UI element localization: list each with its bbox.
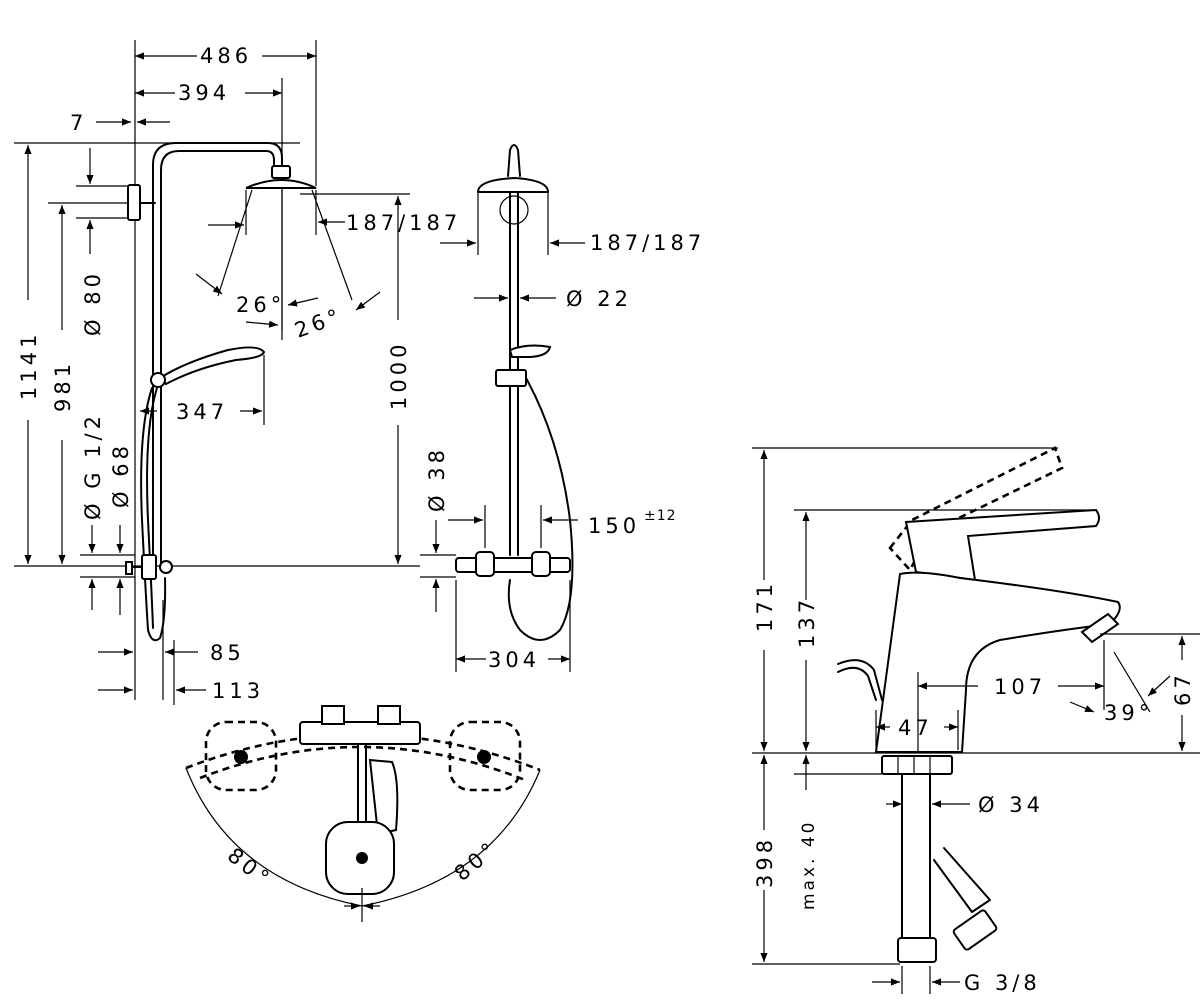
basin-mixer-view bbox=[752, 446, 1200, 994]
dim-dia-22: Ø 22 bbox=[566, 287, 632, 311]
dim-max-40: max. 40 bbox=[799, 820, 819, 910]
dim-1141: 1141 bbox=[17, 331, 41, 400]
dim-80-right: 80° bbox=[450, 836, 503, 886]
dim-dia-80: Ø 80 bbox=[81, 270, 105, 336]
dim-g-1-2: Ø G 1/2 bbox=[81, 412, 105, 520]
shower-front-view bbox=[420, 144, 585, 672]
dim-47: 47 bbox=[898, 716, 933, 740]
dim-107: 107 bbox=[994, 675, 1046, 699]
dim-394: 394 bbox=[178, 81, 230, 105]
dim-187-side: 187/187 bbox=[346, 211, 461, 235]
dim-dia-34: Ø 34 bbox=[978, 793, 1044, 817]
dim-398: 398 bbox=[753, 836, 777, 888]
dim-347: 347 bbox=[176, 400, 228, 424]
dim-171: 171 bbox=[753, 580, 777, 632]
dim-981: 981 bbox=[51, 360, 75, 412]
dim-85: 85 bbox=[210, 641, 245, 665]
mixer-top-view bbox=[185, 705, 541, 922]
dim-26-right: 26° bbox=[292, 303, 346, 342]
dim-150: 150 bbox=[588, 514, 640, 538]
dim-137: 137 bbox=[795, 596, 819, 648]
shower-side-view bbox=[14, 40, 420, 705]
dim-dia-38: Ø 38 bbox=[425, 446, 449, 512]
dim-1000: 1000 bbox=[387, 341, 411, 410]
dim-26-left: 26° bbox=[236, 293, 285, 317]
dim-67: 67 bbox=[1171, 671, 1195, 706]
dim-g-3-8: G 3/8 bbox=[964, 971, 1041, 995]
dim-dia-68: Ø 68 bbox=[109, 442, 133, 508]
dim-39: 39° bbox=[1104, 701, 1153, 725]
dim-113: 113 bbox=[212, 679, 264, 703]
dim-7: 7 bbox=[70, 111, 87, 135]
dim-304: 304 bbox=[488, 648, 540, 672]
dim-486: 486 bbox=[200, 44, 252, 68]
dim-187-front: 187/187 bbox=[590, 231, 705, 255]
dim-80-left: 80° bbox=[223, 843, 277, 892]
dim-150-tolerance: ±12 bbox=[644, 508, 677, 524]
